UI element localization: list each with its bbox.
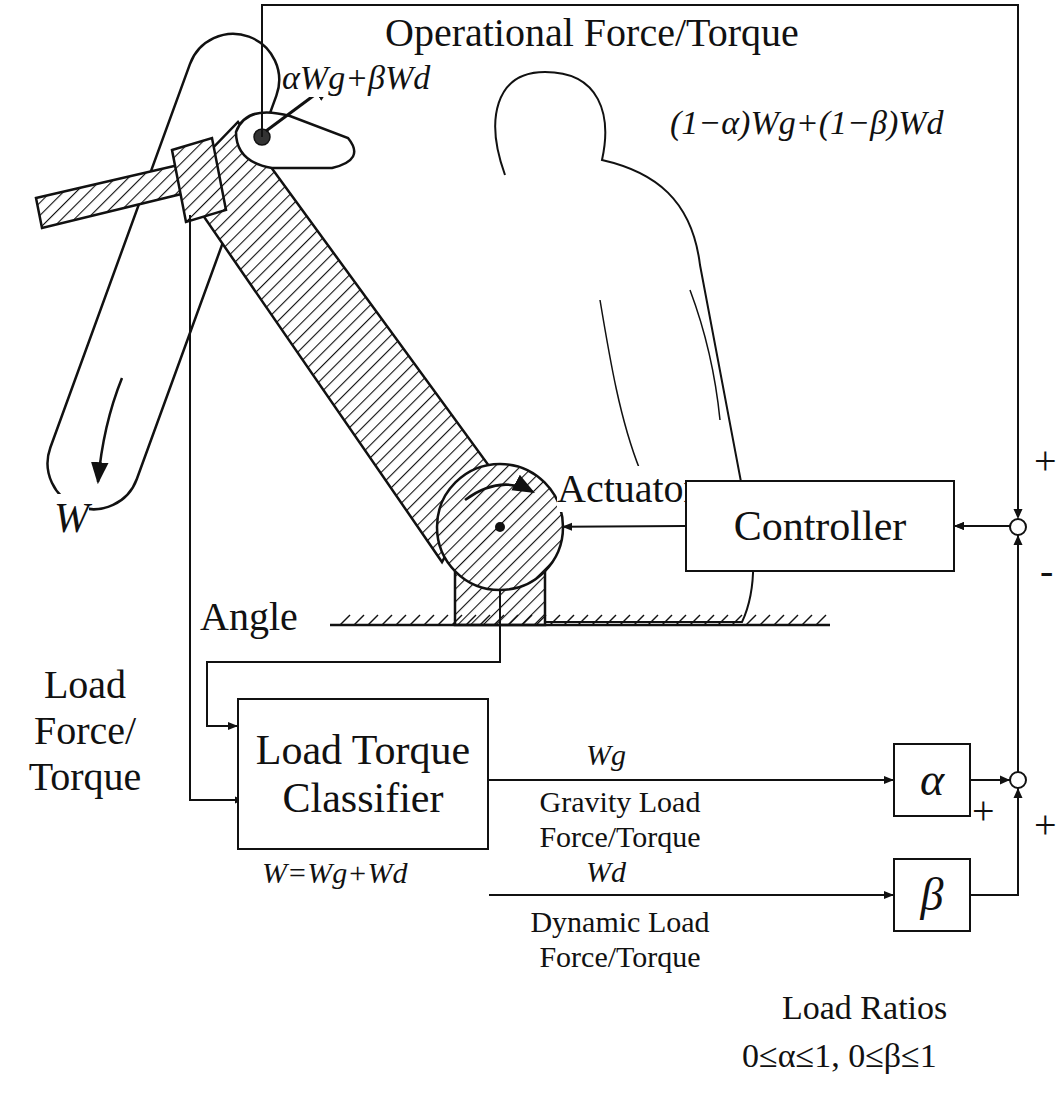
- annotation-label: αWg+βWd: [282, 58, 430, 97]
- ground-hatch-stroke: [466, 615, 476, 625]
- summing-junction: [1010, 772, 1026, 788]
- annotation-label: Dynamic Load Force/Torque: [512, 905, 728, 974]
- process-box: β: [893, 858, 971, 932]
- signal-connector: [955, 526, 1018, 895]
- actuator-circle: Actuator: [435, 462, 565, 592]
- edge-label: Wd: [586, 855, 626, 890]
- ground-hatch-stroke: [606, 615, 616, 625]
- actuator-axis: [495, 522, 505, 532]
- node-heading: Actuator: [557, 466, 697, 512]
- junction-arrowhead: [1014, 509, 1023, 519]
- sign-label: -: [1040, 548, 1053, 594]
- ground-hatch-stroke: [340, 615, 350, 625]
- ground-hatch-stroke: [634, 615, 644, 625]
- ground-hatch-stroke: [648, 615, 658, 625]
- node-text: α: [920, 754, 944, 807]
- ground-hatch-stroke: [550, 615, 560, 625]
- process-box: α: [893, 743, 971, 817]
- signal-connector: [563, 525, 685, 528]
- ground-hatch-stroke: [760, 615, 770, 625]
- ground-hatch-stroke: [424, 615, 434, 625]
- signal-connector: [955, 526, 1018, 780]
- ground-hatch-stroke: [816, 615, 826, 625]
- ground-hatch-stroke: [522, 615, 532, 625]
- ground-hatch-stroke: [746, 615, 756, 625]
- signal-connector: [489, 894, 893, 896]
- edge-label: Wg: [586, 738, 626, 773]
- ground-hatch-stroke: [452, 615, 462, 625]
- annotation-label: 0≤α≤1, 0≤β≤1: [742, 1036, 937, 1075]
- handle-joint: [172, 138, 226, 222]
- annotation-label: Gravity Load Force/Torque: [512, 785, 728, 854]
- ground-hatch-stroke: [354, 615, 364, 625]
- node-text: β: [921, 869, 944, 922]
- annotation-label: W: [54, 494, 89, 542]
- ground-hatch-stroke: [774, 615, 784, 625]
- operational-force-wire: [262, 5, 1018, 517]
- actuator-symbol: [435, 462, 565, 592]
- ground-hatch-stroke: [732, 615, 742, 625]
- ground-hatch-stroke: [578, 615, 588, 625]
- ground-hatch-stroke: [536, 615, 546, 625]
- ground-hatch-stroke: [368, 615, 378, 625]
- ground-hatch-stroke: [788, 615, 798, 625]
- ground-hatch-stroke: [620, 615, 630, 625]
- ground-hatch-stroke: [662, 615, 672, 625]
- junction-arrowhead: [1000, 776, 1010, 785]
- sign-label: +: [1034, 438, 1057, 484]
- process-box: Load Torque Classifier: [237, 698, 489, 850]
- ground-hatch-stroke: [480, 615, 490, 625]
- junction-arrowhead: [1014, 788, 1023, 798]
- annotation-label: Load Ratios: [782, 988, 947, 1027]
- ground-hatch-stroke: [508, 615, 518, 625]
- load-arrow: [98, 378, 122, 482]
- junction-arrowhead: [1014, 535, 1023, 545]
- ground-line: [330, 624, 830, 627]
- arm-slot: [236, 112, 354, 168]
- annotation-label: Load Force/ Torque: [0, 662, 170, 800]
- node-text: Controller: [734, 502, 907, 550]
- ground-hatch-stroke: [564, 615, 574, 625]
- edge-label: Angle: [200, 594, 298, 640]
- rotation-arrow: [465, 485, 533, 500]
- ground-hatch-stroke: [718, 615, 728, 625]
- node-text: Load Torque Classifier: [239, 726, 487, 823]
- ground-hatch-stroke: [592, 615, 602, 625]
- ground-hatch-stroke: [396, 615, 406, 625]
- ground-hatch-stroke: [438, 615, 448, 625]
- ground-hatch-stroke: [676, 615, 686, 625]
- load-force-wire: [190, 215, 243, 800]
- actuator-body: [437, 464, 563, 590]
- sign-label: +: [972, 788, 995, 834]
- human-arm-line: [600, 290, 720, 470]
- ground-hatch-stroke: [410, 615, 420, 625]
- annotation-label: W=Wg+Wd: [262, 856, 407, 891]
- ground-hatch-stroke: [382, 615, 392, 625]
- signal-connector: [489, 779, 893, 781]
- ground-hatch-stroke: [704, 615, 714, 625]
- annotation-label: Operational Force/Torque: [385, 10, 799, 56]
- ground-hatch: [340, 615, 826, 625]
- sign-label: +: [1034, 802, 1057, 848]
- annotation-label: (1−α)Wg+(1−β)Wd: [670, 103, 944, 142]
- ground-hatch-stroke: [690, 615, 700, 625]
- ground-hatch-stroke: [802, 615, 812, 625]
- summing-junction: [1010, 519, 1026, 535]
- process-box: Controller: [685, 480, 955, 572]
